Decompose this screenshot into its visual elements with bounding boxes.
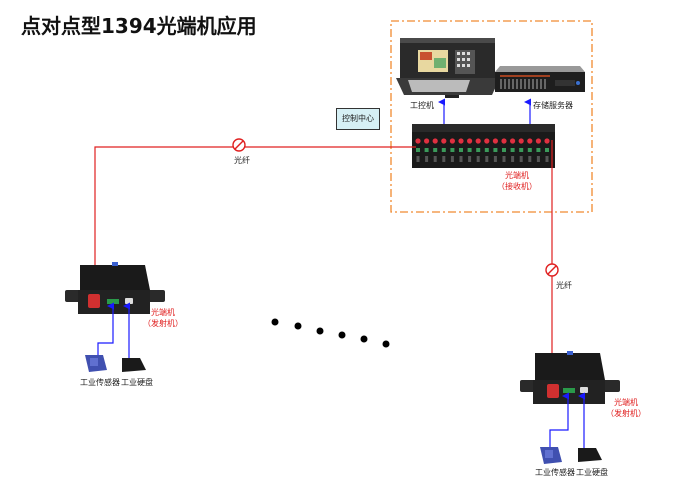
rack-slot <box>449 138 455 162</box>
rack-slot <box>432 138 438 162</box>
transmitter-left-image <box>65 262 165 314</box>
industrial-pc-image <box>396 38 500 98</box>
rack-slot <box>458 138 464 162</box>
receiver-label: 光端机 （接收机） <box>497 170 537 192</box>
sensor-link-right <box>549 392 570 447</box>
industrial-sensor-image <box>540 447 562 464</box>
rack-slot <box>415 138 421 162</box>
storage-server-image <box>495 66 585 92</box>
rack-slot <box>501 138 507 162</box>
industrial-harddisk-image <box>122 358 146 372</box>
industrial-sensor-image <box>85 355 107 372</box>
rack-slot <box>484 138 490 162</box>
transmitter-right-label: 光端机 （发射机） <box>606 397 646 419</box>
fiber-label-left: 光纤 <box>234 156 250 165</box>
transmitter-left-line2: （发射机） <box>143 319 183 328</box>
rack-slot <box>544 138 550 162</box>
fiber-link-left <box>94 146 416 300</box>
industrial-harddisk-image <box>578 448 602 462</box>
receiver-label-line2: （接收机） <box>497 182 537 191</box>
control-center-label: 控制中心 <box>336 108 380 130</box>
sensor-label-right: 工业传感器 <box>535 468 575 477</box>
transmitter-right-image <box>520 351 620 404</box>
transmitter-right-line1: 光端机 <box>614 398 638 407</box>
sensor-link-left <box>97 302 115 355</box>
control-center-boundary <box>390 20 593 213</box>
rack-slot <box>475 138 481 162</box>
fiber-label-right: 光纤 <box>556 281 572 290</box>
rack-slot <box>441 138 447 162</box>
transmitter-left-label: 光端机 （发射机） <box>143 307 183 329</box>
rack-slot <box>527 138 533 162</box>
rack-slot <box>509 138 516 162</box>
rack-slot <box>492 138 498 162</box>
rack-slot <box>535 138 542 162</box>
industrial-pc-label: 工控机 <box>410 101 434 110</box>
receiver-rack-image <box>412 124 555 168</box>
transmitter-right-line2: （发射机） <box>606 409 646 418</box>
more-devices-ellipsis <box>271 318 390 348</box>
rack-slot <box>467 138 473 162</box>
harddisk-label-left: 工业硬盘 <box>121 378 153 387</box>
fiber-symbol-icon <box>232 138 246 152</box>
rack-slot <box>424 138 430 162</box>
page-title: 点对点型1394光端机应用 <box>21 14 257 38</box>
fiber-symbol-icon <box>545 263 559 277</box>
sensor-label-left: 工业传感器 <box>80 378 120 387</box>
rack-slot <box>518 138 524 162</box>
storage-server-label: 存储服务器 <box>533 101 573 110</box>
harddisk-label-right: 工业硬盘 <box>576 468 608 477</box>
receiver-label-line1: 光端机 <box>505 171 529 180</box>
transmitter-left-line1: 光端机 <box>151 308 175 317</box>
